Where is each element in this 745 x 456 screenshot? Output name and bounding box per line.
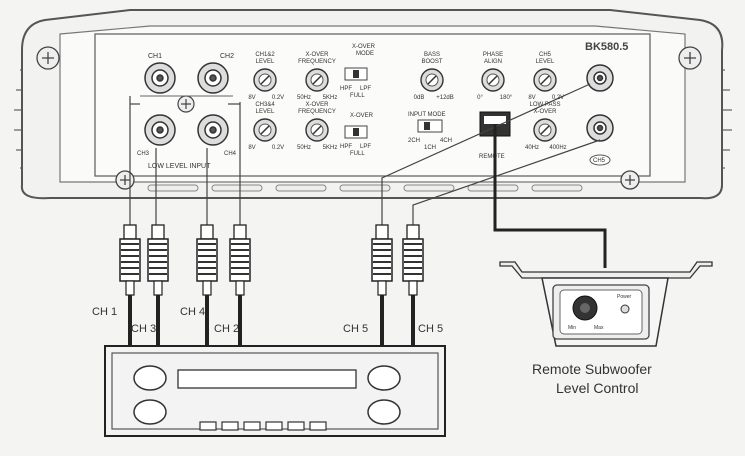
- knob-title: CH1&2: [255, 52, 275, 58]
- ch4-label: CH4: [224, 151, 237, 157]
- ch5-rca-jacks: [586, 64, 614, 142]
- knob-min-label: 8V: [248, 95, 255, 101]
- dial-max-label: Max: [594, 325, 604, 331]
- center-screw-icon: [177, 95, 195, 113]
- rca-plug: [196, 224, 218, 296]
- knob-min-label: 40Hz: [525, 145, 539, 151]
- cable-label-ch1: CH 1: [92, 306, 117, 318]
- svg-text:LPF: LPF: [360, 86, 371, 92]
- knob-subtitle: LEVEL: [256, 109, 275, 115]
- cable-label-ch5-a: CH 5: [343, 323, 368, 335]
- svg-text:FULL: FULL: [350, 93, 365, 99]
- svg-text:4CH: 4CH: [440, 138, 452, 144]
- svg-text:2CH: 2CH: [408, 138, 420, 144]
- remote-caption-line2: Level Control: [556, 380, 639, 396]
- rca-plug: [147, 224, 169, 296]
- svg-text:INPUT MODE: INPUT MODE: [408, 112, 446, 118]
- knob-min-label: 50Hz: [297, 145, 311, 151]
- cable-label-ch3: CH 3: [131, 323, 156, 335]
- remote-caption-line1: Remote Subwoofer: [532, 361, 652, 377]
- cable-tails: [128, 295, 415, 350]
- rca-input-jacks: [144, 62, 229, 146]
- knob-subtitle: FREQUENCY: [298, 109, 336, 115]
- knob-title: LOW PASS: [530, 102, 561, 108]
- knob-title: X-OVER: [305, 102, 329, 108]
- knob-max-label: 0.2V: [272, 95, 284, 101]
- power-led-label: Power: [617, 294, 632, 300]
- svg-text:X-OVER: X-OVER: [352, 44, 376, 50]
- cable-label-ch2: CH 2: [214, 323, 239, 335]
- knob-subtitle: BOOST: [421, 59, 442, 65]
- xover-mode-switch-bottom[interactable]: X-OVER HPF LPF FULL: [340, 113, 374, 157]
- head-unit: [104, 345, 446, 437]
- svg-text:HPF: HPF: [340, 144, 352, 150]
- svg-text:FULL: FULL: [350, 151, 365, 157]
- input-mode-switch[interactable]: INPUT MODE 2CH 4CH 1CH: [408, 112, 452, 151]
- amplifier: CH1 CH2 CH3 CH4 LOW LEVEL INPUT CH1&2LEV…: [14, 9, 732, 200]
- remote-cable: [493, 124, 607, 268]
- knob-max-label: 400Hz: [549, 145, 566, 151]
- rca-plug: [371, 224, 393, 296]
- ch2-label: CH2: [220, 53, 234, 60]
- svg-text:1CH: 1CH: [424, 145, 436, 151]
- head-unit-buttons: [199, 421, 327, 431]
- knob-subtitle: X-OVER: [533, 109, 557, 115]
- remote-port-label: REMOTE: [479, 154, 505, 160]
- knob-min-label: 8V: [248, 145, 255, 151]
- knob-subtitle: ALIGN: [484, 59, 502, 65]
- rca-plug: [229, 224, 251, 296]
- svg-text:MODE: MODE: [356, 51, 374, 57]
- knob-title: PHASE: [483, 52, 503, 58]
- knob-title: X-OVER: [305, 52, 329, 58]
- knob-max-label: 0.2V: [272, 145, 284, 151]
- xover-mode-switch-top[interactable]: X-OVER MODE HPF LPF FULL: [340, 44, 376, 99]
- power-led-icon: [620, 304, 630, 314]
- knob-min-label: 0°: [477, 95, 483, 101]
- knob-min-label: 50Hz: [297, 95, 311, 101]
- ch3-label: CH3: [137, 151, 150, 157]
- remote-level-control: Min Max Power Remote Subwoofer Level Con…: [499, 261, 713, 396]
- knob-max-label: 5KHz: [323, 95, 338, 101]
- knob-min-label: 8V: [528, 95, 535, 101]
- knob-title: BASS: [424, 52, 440, 58]
- knob-subtitle: LEVEL: [256, 59, 275, 65]
- low-level-input-label: LOW LEVEL INPUT: [148, 163, 211, 170]
- ch5-tag: CH5: [593, 158, 606, 164]
- knob-max-label: +12dB: [436, 95, 454, 101]
- rca-cables-left: [129, 96, 241, 225]
- svg-text:X-OVER: X-OVER: [350, 113, 374, 119]
- knob-max-label: 180°: [500, 95, 513, 101]
- svg-text:LPF: LPF: [360, 144, 371, 150]
- knob-min-label: 0dB: [414, 95, 425, 101]
- rca-cables-right: [381, 83, 601, 225]
- ch1-label: CH1: [148, 53, 162, 60]
- rca-plug: [402, 224, 424, 296]
- model-label: BK580.5: [585, 41, 628, 53]
- knob-subtitle: FREQUENCY: [298, 59, 336, 65]
- knob-subtitle: LEVEL: [536, 59, 555, 65]
- svg-text:HPF: HPF: [340, 86, 352, 92]
- level-dial-icon[interactable]: [572, 295, 598, 321]
- cable-label-ch4: CH 4: [180, 306, 205, 318]
- rca-plug: [119, 224, 141, 296]
- knob-title: CH3&4: [255, 102, 275, 108]
- knob-title: CH5: [539, 52, 552, 58]
- cable-label-ch5-b: CH 5: [418, 323, 443, 335]
- head-unit-display: [177, 369, 357, 389]
- knob-max-label: 5KHz: [323, 145, 338, 151]
- dial-min-label: Min: [568, 325, 576, 331]
